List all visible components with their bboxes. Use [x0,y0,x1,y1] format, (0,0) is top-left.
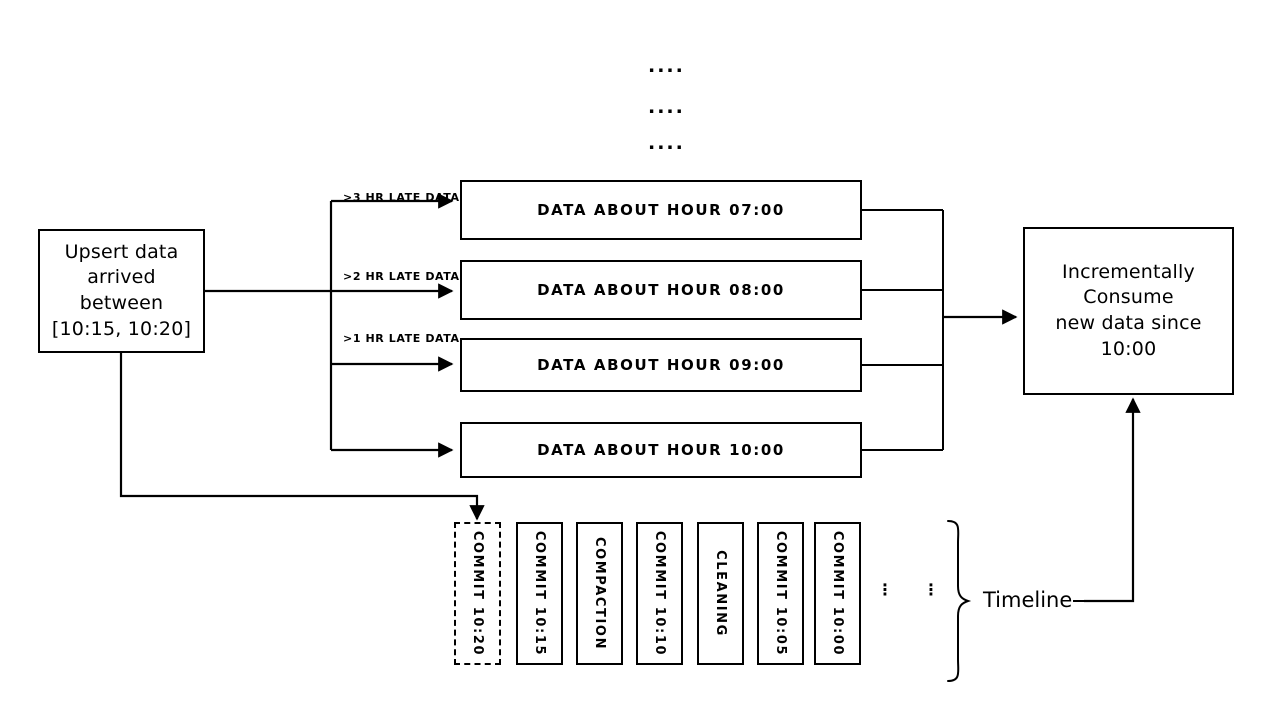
timeline-item-label: COMMIT 10:10 [652,530,667,657]
timeline-item-label: COMMIT 10:20 [470,530,485,657]
consumer-line-2: new data since 10:00 [1055,312,1202,360]
hour-partition-label-07: DATA ABOUT HOUR 07:00 [537,200,785,219]
timeline-item-cleaning[interactable]: CLEANING [697,522,744,665]
upsert-source-box[interactable]: Upsert data arrived between [10:15, 10:2… [38,229,205,353]
timeline-continuation-dots-1: ⋮ [877,580,893,599]
ellipsis-row-1: .... [648,55,685,77]
timeline-item-commit-1010[interactable]: COMMIT 10:10 [636,522,683,665]
edge-source-to-commit [119,353,485,521]
incremental-consumer-box[interactable]: Incrementally Consume new data since 10:… [1023,227,1234,395]
upsert-line-1: Upsert data [64,240,179,263]
upsert-source-text: Upsert data arrived between [10:15, 10:2… [40,240,203,343]
timeline-item-commit-1015[interactable]: COMMIT 10:15 [516,522,563,665]
hour-partition-box-10[interactable]: DATA ABOUT HOUR 10:00 [460,422,862,478]
hour-partition-label-09: DATA ABOUT HOUR 09:00 [537,355,785,374]
edge-timeline-to-consumer [1084,397,1141,603]
timeline-continuation-dots-2: ⋮ [923,580,939,599]
timeline-item-label: COMMIT 10:15 [532,530,547,657]
timeline-brace [947,520,972,682]
timeline-item-label: CLEANING [713,550,728,637]
hour-partition-box-08[interactable]: DATA ABOUT HOUR 08:00 [460,260,862,320]
timeline-item-commit-1005[interactable]: COMMIT 10:05 [757,522,804,665]
timeline-item-compaction[interactable]: COMPACTION [576,522,623,665]
ellipsis-row-2: .... [648,96,685,118]
timeline-item-label: COMMIT 10:00 [830,530,845,657]
upsert-line-3: [10:15, 10:20] [51,317,192,340]
edge-label-1hr-late: >1 HR LATE DATA [343,332,460,345]
edge-label-3hr-late: >3 HR LATE DATA [343,191,460,204]
hour-partition-box-07[interactable]: DATA ABOUT HOUR 07:00 [460,180,862,240]
hour-partition-label-10: DATA ABOUT HOUR 10:00 [537,440,785,459]
timeline-item-label: COMMIT 10:05 [773,530,788,657]
hour-partition-box-09[interactable]: DATA ABOUT HOUR 09:00 [460,338,862,392]
upsert-line-2: arrived between [79,266,164,314]
consumer-line-1: Incrementally Consume [1062,260,1195,309]
timeline-label: Timeline [983,588,1073,612]
ellipsis-row-3: .... [648,132,685,154]
timeline-item-commit-1000[interactable]: COMMIT 10:00 [814,522,861,665]
timeline-item-label: COMPACTION [592,536,608,651]
incremental-consumer-text: Incrementally Consume new data since 10:… [1025,260,1232,363]
timeline-item-commit-1020[interactable]: COMMIT 10:20 [454,522,501,665]
edge-label-2hr-late: >2 HR LATE DATA [343,270,460,283]
hour-partition-label-08: DATA ABOUT HOUR 08:00 [537,280,785,299]
